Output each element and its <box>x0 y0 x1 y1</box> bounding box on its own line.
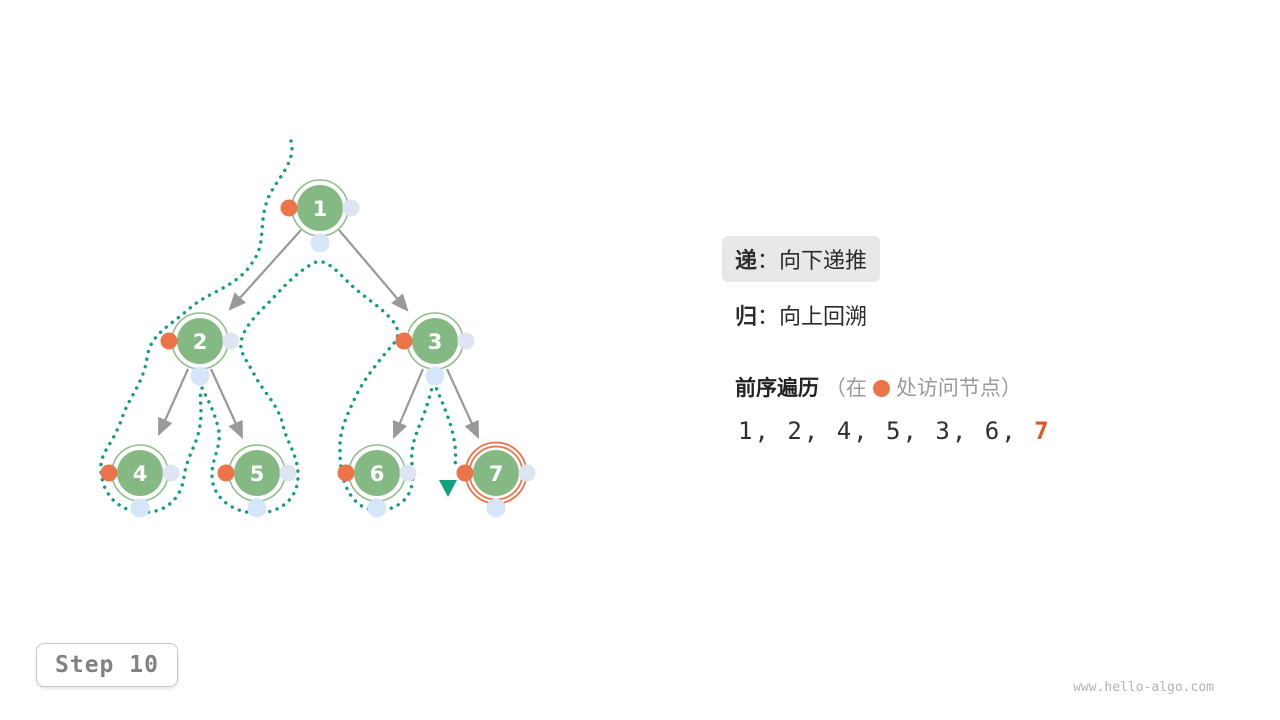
current-value: 7 <box>1034 417 1051 445</box>
postorder-marker-dot <box>222 332 240 350</box>
node-value: 7 <box>489 462 504 486</box>
legend-backtrack-line: 归：向上回溯 <box>722 299 1202 331</box>
tree-node-7-current: 7 <box>456 441 536 518</box>
watermark: www.hello-algo.com <box>1073 680 1214 695</box>
traversal-caption: 前序遍历 （在 处访问节点） <box>722 372 1202 402</box>
legend-backtrack-key: 归 <box>735 304 758 329</box>
inorder-marker-dot <box>190 366 210 386</box>
postorder-marker-dot <box>279 464 297 482</box>
postorder-marker-dot <box>518 464 536 482</box>
traversal-title: 前序遍历 <box>735 377 819 400</box>
inorder-marker-dot <box>130 498 150 518</box>
node-circle <box>234 450 280 496</box>
edge-3-6 <box>392 368 425 440</box>
inorder-marker-dot <box>425 366 445 386</box>
inorder-marker-dot <box>367 498 387 518</box>
edge-1-2 <box>228 229 302 311</box>
postorder-marker-dot <box>457 332 475 350</box>
step-indicator: Step 10 <box>36 643 178 687</box>
node-value: 4 <box>133 462 148 486</box>
preorder-marker-dot <box>217 464 235 482</box>
preorder-marker-dot <box>100 464 118 482</box>
preorder-marker-dot <box>456 464 474 482</box>
node-circle <box>354 450 400 496</box>
inorder-marker-dot <box>247 498 267 518</box>
legend-recurse-key: 递 <box>735 248 758 273</box>
postorder-marker-dot <box>162 464 180 482</box>
preorder-marker-dot <box>280 199 298 217</box>
traversal-path <box>99 139 458 515</box>
tree-edges <box>157 229 480 440</box>
visited-values: 1, 2, 4, 5, 3, 6, <box>738 417 1035 445</box>
traversal-note-open: （在 <box>824 377 867 400</box>
step-label: Step 10 <box>55 652 159 678</box>
edge-2-5 <box>209 368 244 440</box>
legend-recurse-line: 递：向下递推 <box>722 236 881 282</box>
tree-node-1: 1 <box>280 179 360 253</box>
node-value: 3 <box>428 330 443 354</box>
node-circle <box>177 318 223 364</box>
inorder-marker-dot <box>310 233 330 253</box>
preorder-marker-dot <box>160 332 178 350</box>
inorder-marker-dot <box>486 498 506 518</box>
legend-backtrack-text: ：向上回溯 <box>757 304 868 329</box>
preorder-marker-dot <box>395 332 413 350</box>
node-value: 2 <box>193 330 208 354</box>
postorder-marker-dot <box>399 464 417 482</box>
edge-3-7 <box>445 368 480 440</box>
tree-node-2: 2 <box>160 312 240 386</box>
tree-node-4: 4 <box>100 444 180 518</box>
orange-visit-dot-icon <box>872 380 890 397</box>
node-value: 6 <box>370 462 385 486</box>
tree-node-5: 5 <box>217 444 297 518</box>
node-circle <box>297 185 343 231</box>
edge-1-3 <box>338 229 409 312</box>
legend-recurse-text: ：向下递推 <box>757 248 868 273</box>
tree-node-3: 3 <box>395 312 475 386</box>
traversal-note-close: 处访问节点） <box>895 377 1022 400</box>
legend-panel: 递：向下递推 归：向上回溯 前序遍历 （在 处访问节点） 1, 2, 4, 5, … <box>722 236 1202 445</box>
node-circle <box>412 318 458 364</box>
node-circle <box>473 450 519 496</box>
node-circle <box>117 450 163 496</box>
node-value: 1 <box>313 197 328 221</box>
preorder-marker-dot <box>337 464 355 482</box>
tree-node-6: 6 <box>337 444 417 518</box>
postorder-marker-dot <box>342 199 360 217</box>
current-position-marker-icon <box>439 480 457 497</box>
visit-sequence: 1, 2, 4, 5, 3, 6, 7 <box>722 417 1202 445</box>
edge-2-4 <box>157 368 190 437</box>
node-value: 5 <box>250 462 265 486</box>
